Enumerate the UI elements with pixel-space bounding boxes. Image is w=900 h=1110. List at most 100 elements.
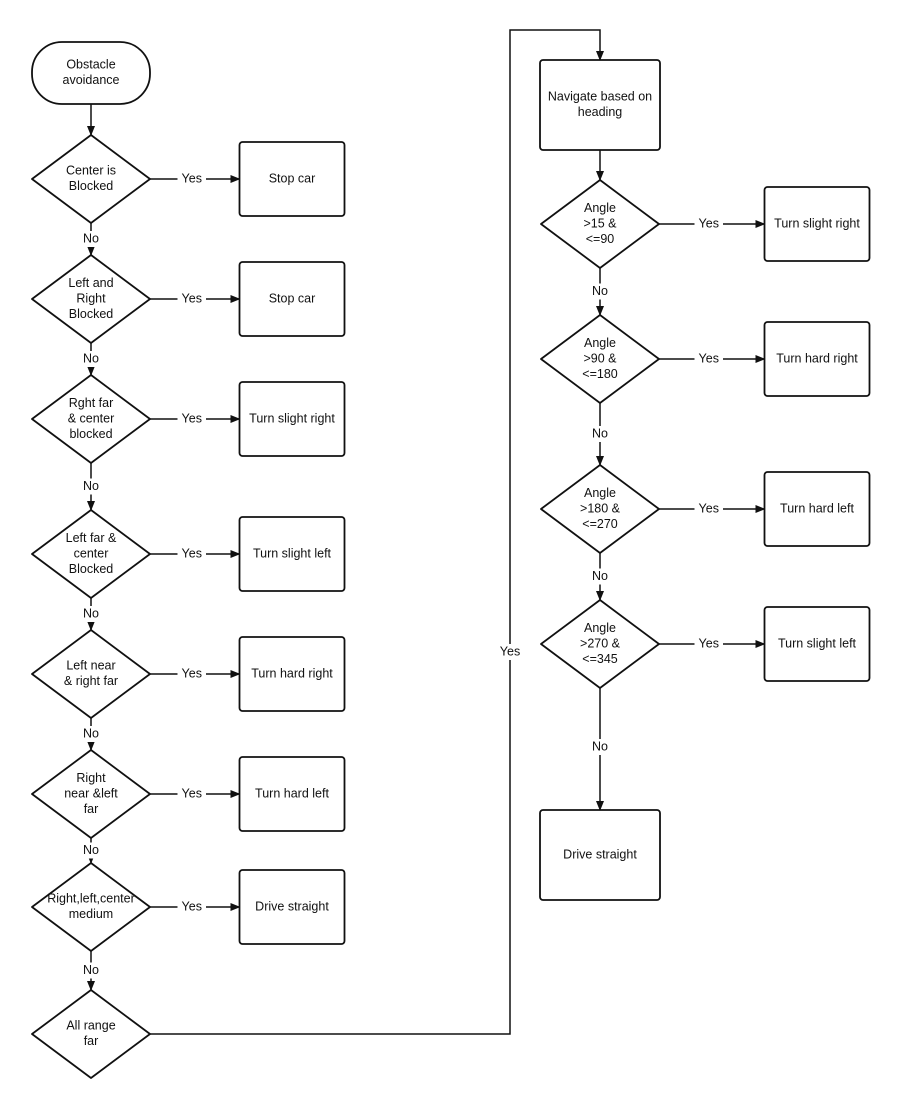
edge-label-background xyxy=(80,351,102,367)
node-label: Drive straight xyxy=(255,899,329,913)
decision-diamond xyxy=(540,314,660,404)
edge-label-background xyxy=(177,666,206,682)
node-label: blocked xyxy=(69,427,112,441)
edge-label-group: Yes xyxy=(694,216,723,232)
node-label: Angle xyxy=(584,621,616,635)
node-label: Turn slight right xyxy=(249,411,335,425)
node-label: avoidance xyxy=(63,73,120,87)
process-box xyxy=(763,606,871,682)
node-label: Blocked xyxy=(69,179,114,193)
node-label: Obstacle xyxy=(66,58,115,72)
node-label: Turn slight left xyxy=(778,636,857,650)
node-label: heading xyxy=(578,105,623,119)
terminal-shape xyxy=(31,41,151,105)
edge-label-group: No xyxy=(80,606,102,622)
edge-label-group: No xyxy=(80,842,102,859)
edge-label: No xyxy=(83,963,99,977)
edge-label-background xyxy=(589,283,611,300)
node-label: Turn hard left xyxy=(780,501,854,515)
edge-label-background xyxy=(694,216,723,232)
process-turn-hard-left: Turn hard left xyxy=(238,756,346,832)
decision-diamond xyxy=(540,179,660,269)
decision-angle-90-180: Angle>90 &<=180 xyxy=(540,314,660,404)
edge-label-background xyxy=(694,351,723,367)
connector-d8-to-nav xyxy=(150,29,604,1035)
edge-label-group: Yes xyxy=(694,351,723,367)
edge-label: No xyxy=(592,569,608,583)
process-turn-hard-right: Turn hard right xyxy=(763,321,871,397)
edge-label-group: Yes xyxy=(177,411,206,427)
edge-label-background xyxy=(694,501,723,517)
node-label: All range xyxy=(66,1019,115,1033)
node-label: Right xyxy=(76,771,106,785)
edge-label: No xyxy=(83,606,99,620)
edge-label-background xyxy=(80,478,102,495)
process-box xyxy=(238,381,346,457)
process-turn-slight-right: Turn slight right xyxy=(763,186,871,262)
edge-label-background xyxy=(589,739,611,755)
decision-diamond xyxy=(31,134,151,224)
process-turn-slight-left: Turn slight left xyxy=(763,606,871,682)
process-drive-straight: Drive straight xyxy=(238,869,346,945)
node-label: Navigate based on xyxy=(548,90,652,104)
process-box xyxy=(238,516,346,592)
decision-angle-15-90: Angle>15 &<=90 xyxy=(540,179,660,269)
node-label: Turn hard right xyxy=(776,351,858,365)
process-box xyxy=(539,59,661,151)
edge-label: Yes xyxy=(182,546,202,560)
edge-label: Yes xyxy=(182,899,202,913)
decision-diamond xyxy=(31,629,151,719)
process-box xyxy=(238,261,346,337)
edge-label: Yes xyxy=(699,636,719,650)
node-label: Turn hard left xyxy=(255,786,329,800)
node-label: Angle xyxy=(584,486,616,500)
decision-diamond xyxy=(540,599,660,689)
edge-label: No xyxy=(592,284,608,298)
process-box xyxy=(238,756,346,832)
edge-label: No xyxy=(83,843,99,857)
decision-diamond xyxy=(31,254,151,344)
edge-label-group: No xyxy=(80,962,102,979)
process-box xyxy=(763,471,871,547)
edge-label-background xyxy=(589,426,611,442)
node-label: far xyxy=(84,1034,99,1048)
process-drive-straight: Drive straight xyxy=(539,809,661,901)
process-turn-hard-left: Turn hard left xyxy=(763,471,871,547)
decision-angle-180-270: Angle>180 & <=270 xyxy=(540,464,660,554)
node-label: >180 & xyxy=(580,501,621,515)
node-label: Drive straight xyxy=(563,847,637,861)
edge-label-background xyxy=(177,786,206,802)
edge-label: Yes xyxy=(699,216,719,230)
edge-label-background xyxy=(80,606,102,622)
edge-label-group: No xyxy=(80,231,102,247)
node-label: Blocked xyxy=(69,307,114,321)
node-label: Left and xyxy=(68,276,113,290)
node-label: <=270 xyxy=(582,517,618,531)
decision-diamond xyxy=(31,509,151,599)
edge-label-group: Yes xyxy=(177,171,206,187)
process-box xyxy=(539,809,661,901)
edge-label-group: Yes xyxy=(177,666,206,682)
edge-label: Yes xyxy=(182,411,202,425)
edge-label-group: Yes xyxy=(495,644,525,660)
process-turn-slight-right: Turn slight right xyxy=(238,381,346,457)
edge-label: Yes xyxy=(699,501,719,515)
node-label: Left near xyxy=(66,659,115,673)
decision-diamond xyxy=(31,862,151,952)
edge-label-background xyxy=(177,411,206,427)
node-label: & right far xyxy=(64,674,118,688)
node-label: Angle xyxy=(584,201,616,215)
edge-label-background xyxy=(80,842,102,859)
edge-label-background xyxy=(177,899,206,915)
edge-label-background xyxy=(177,546,206,562)
node-label: Rght far xyxy=(69,396,113,410)
node-label: <=90 xyxy=(586,232,615,246)
edge-label: No xyxy=(592,739,608,753)
node-label: Angle xyxy=(584,336,616,350)
edge-label-background xyxy=(177,171,206,187)
process-box xyxy=(238,141,346,217)
